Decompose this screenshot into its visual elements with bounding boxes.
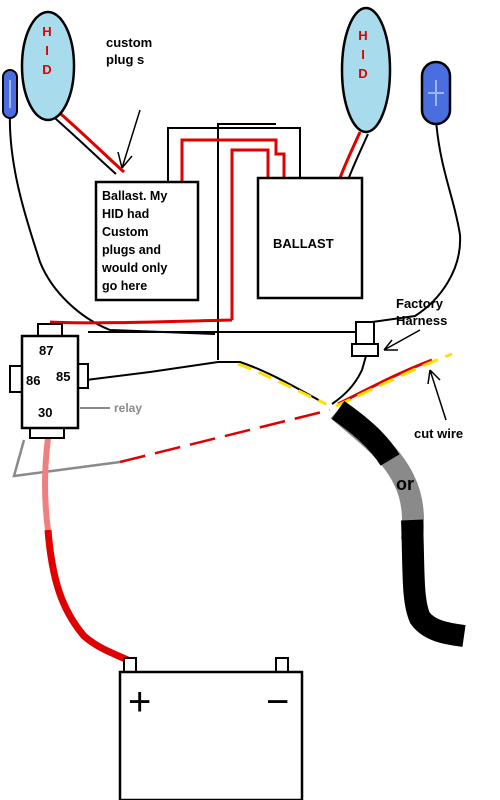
yellow-wire-left <box>237 362 327 406</box>
ballast-note-line: HID had <box>102 207 150 221</box>
factory-harness-label: Factory Harness <box>396 295 447 329</box>
relay-pin-87: 87 <box>39 343 54 358</box>
left-hid-wire-red <box>53 106 125 174</box>
left-indicator-wire <box>8 111 216 335</box>
harness-down-wire <box>331 355 367 405</box>
cut-wire-yellow <box>335 352 453 408</box>
relay-87-red-wire <box>49 318 233 325</box>
battery-positive-symbol: + <box>128 680 152 724</box>
custom-plugs-arrow <box>117 109 141 169</box>
factory-harness-plug <box>355 321 375 347</box>
hid-letter: D <box>42 62 52 77</box>
ballast-note-line: go here <box>102 279 148 293</box>
relay-pin-85: 85 <box>56 369 71 384</box>
custom-plugs-line2: plug s <box>106 52 145 67</box>
relay-85-wire <box>85 361 327 405</box>
hid-letter: H <box>358 28 368 43</box>
ballast-left-box <box>94 180 200 302</box>
custom-plugs-line1: custom <box>106 35 153 50</box>
relay-pin-30: 30 <box>38 405 53 420</box>
ballast-note-label: Ballast. My HID had Custom plugs and wou… <box>102 187 167 295</box>
wire-bundle-black <box>331 400 400 466</box>
ballast-note-line: plugs and <box>102 243 162 257</box>
ballast-note-line: Ballast. My <box>102 189 168 203</box>
battery-body <box>118 670 304 800</box>
ballast-note-line: would only <box>102 261 168 275</box>
relay-label: relay <box>114 401 143 415</box>
ballast-note-line: Custom <box>102 225 149 239</box>
wire-bundle-black-lower <box>401 519 466 647</box>
relay-86-red-wire <box>119 408 331 464</box>
hid-letter: I <box>361 47 365 62</box>
cut-wire-label: cut wire <box>414 426 464 441</box>
factory-harness-arrow <box>383 329 421 351</box>
custom-plugs-label: custom plug s <box>106 34 152 68</box>
hid-letter: H <box>42 24 52 39</box>
hid-bulb-left <box>20 10 76 122</box>
cut-wire-arrow <box>427 369 447 421</box>
hid-bulb-right <box>340 6 392 134</box>
relay-top-tab <box>37 323 63 337</box>
right-hid-wire-black <box>347 133 369 181</box>
hid-letter: I <box>45 43 49 58</box>
ballast-loop-outer <box>167 127 301 182</box>
relay-left-tab <box>9 365 23 393</box>
battery-wire-red <box>44 529 134 666</box>
ballast-loop-inner <box>217 123 276 176</box>
factory-harness-line1: Factory <box>396 296 443 311</box>
watermark-text: or <box>396 474 414 494</box>
right-indicator-wire <box>371 119 462 323</box>
relay-86-grey-wire <box>12 439 121 478</box>
battery-negative-symbol: − <box>266 680 290 724</box>
battery-wire-pink <box>42 437 51 531</box>
factory-harness-line2: Harness <box>396 313 448 328</box>
ballast-right-label: BALLAST <box>273 236 334 251</box>
ballast-loop-red <box>180 138 286 182</box>
hid-letter: D <box>358 66 368 81</box>
ballast-right-box <box>256 176 364 300</box>
right-hid-wire-red <box>338 131 362 179</box>
relay-pin-86: 86 <box>26 373 41 388</box>
relay-body <box>20 334 80 430</box>
ballast-loop-red-inner <box>230 148 270 320</box>
left-hid-wire-black <box>47 111 117 175</box>
